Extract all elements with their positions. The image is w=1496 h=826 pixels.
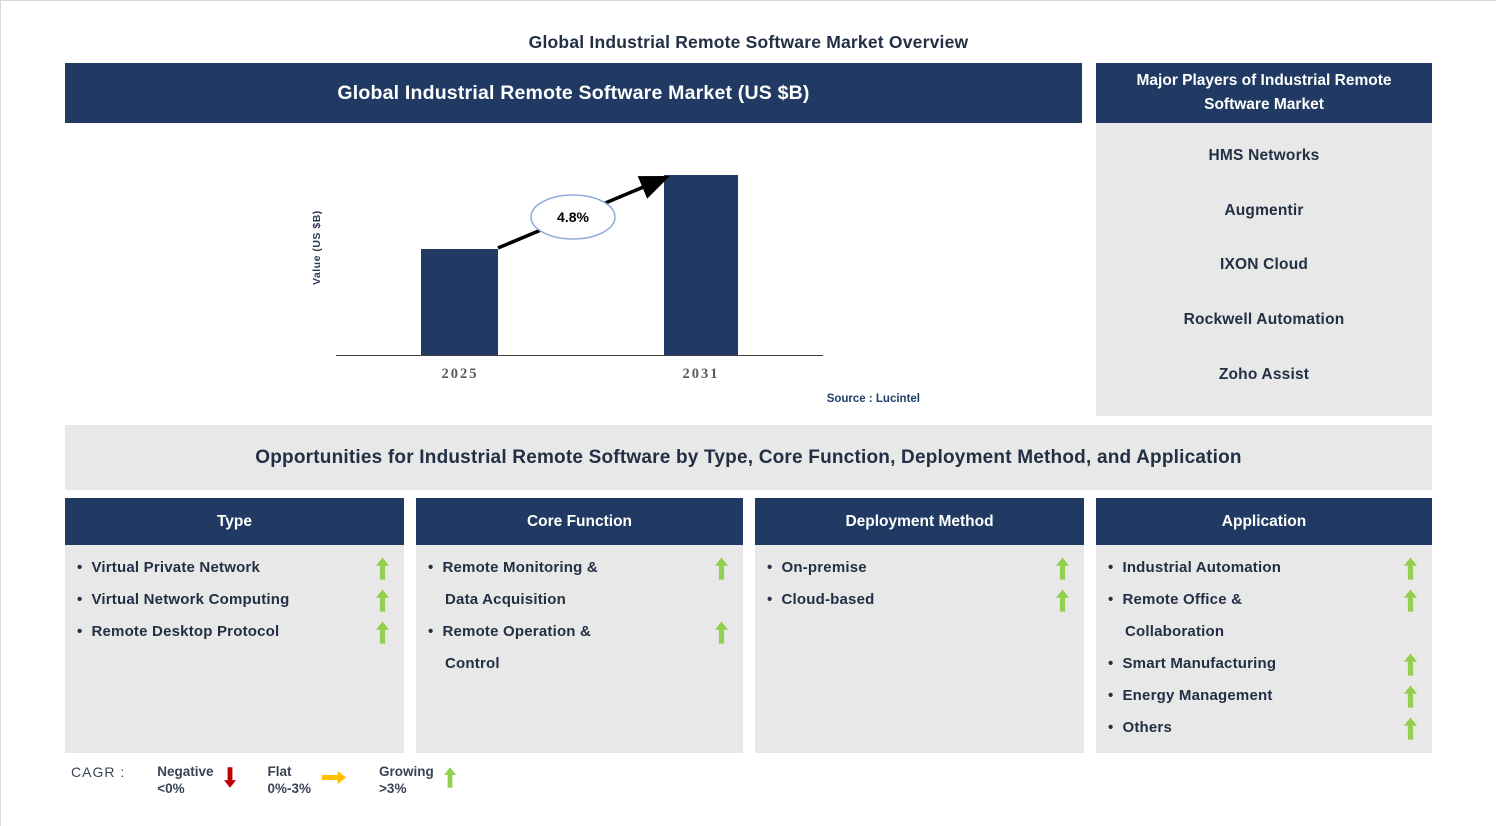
y-axis-label: Value (US $B) — [311, 210, 323, 286]
list-item: On-premise — [767, 552, 1069, 584]
player-name: IXON Cloud — [1219, 256, 1309, 274]
list-item: Remote Monitoring & Data Acquisition — [428, 552, 728, 616]
trend-up-icon — [1404, 717, 1417, 740]
item-label: On-premise — [767, 552, 1056, 584]
major-players-header: Major Players of Industrial Remote Softw… — [1096, 63, 1432, 123]
cagr-legend: CAGR : Negative <0% Flat 0%-3% Growing >… — [71, 763, 1432, 797]
list-item: Virtual Network Computing — [77, 584, 389, 616]
item-label: Others — [1108, 712, 1404, 744]
legend-range: >3% — [379, 781, 407, 796]
list-item: Remote Desktop Protocol — [77, 616, 389, 648]
item-label-line2: Data Acquisition — [445, 591, 566, 608]
trend-up-icon — [376, 557, 389, 580]
trend-up-icon — [1404, 653, 1417, 676]
item-label-line2: Control — [445, 655, 500, 672]
legend-item-negative: Negative <0% — [157, 763, 245, 797]
top-section: Global Industrial Remote Software Market… — [65, 63, 1432, 416]
player-name: Augmentir — [1224, 201, 1304, 219]
opportunities-banner: Opportunities for Industrial Remote Soft… — [65, 425, 1432, 490]
growth-arrow — [497, 175, 670, 250]
legend-range: <0% — [157, 781, 185, 796]
source-row: Source : Lucintel — [65, 393, 1082, 416]
legend-item-flat: Flat 0%-3% — [268, 763, 358, 797]
market-bar-chart: Value (US $B) 2025 2031 4.8% — [65, 123, 1082, 393]
up-arrow-icon — [443, 767, 456, 788]
list-item: Energy Management — [1108, 680, 1417, 712]
chart-section: Global Industrial Remote Software Market… — [65, 63, 1082, 416]
trend-up-icon — [1404, 685, 1417, 708]
trend-up-icon — [376, 589, 389, 612]
bar-2031 — [664, 175, 738, 355]
player-name: Rockwell Automation — [1183, 311, 1345, 329]
x-tick-2031: 2031 — [682, 366, 720, 382]
trend-up-icon — [1056, 589, 1069, 612]
trend-up-icon — [376, 621, 389, 644]
opportunities-columns: Type Virtual Private Network Virtual Net… — [65, 498, 1432, 753]
chart-section-header: Global Industrial Remote Software Market… — [65, 63, 1082, 123]
column-core-function: Core Function Remote Monitoring & Data A… — [416, 498, 743, 753]
legend-name: Flat — [267, 764, 292, 779]
list-item: Industrial Automation — [1108, 552, 1417, 584]
column-core-function-header: Core Function — [416, 498, 743, 545]
list-item: Others — [1108, 712, 1417, 744]
item-label: Remote Operation & — [428, 616, 715, 648]
cagr-ellipse — [530, 194, 616, 240]
column-deployment-method-header: Deployment Method — [755, 498, 1084, 545]
column-type-header: Type — [65, 498, 404, 545]
list-item: Remote Office & Collaboration — [1108, 584, 1417, 648]
trend-up-icon — [715, 621, 728, 644]
column-application-header: Application — [1096, 498, 1432, 545]
item-label: Industrial Automation — [1108, 552, 1404, 584]
trend-up-icon — [1056, 557, 1069, 580]
trend-up-icon — [1404, 589, 1417, 612]
list-item: Cloud-based — [767, 584, 1069, 616]
trend-up-icon — [715, 557, 728, 580]
major-players-list: HMS Networks Augmentir IXON Cloud Rockwe… — [1096, 123, 1432, 408]
x-axis-line — [336, 355, 823, 356]
major-players-panel: Major Players of Industrial Remote Softw… — [1096, 63, 1432, 416]
player-name: Zoho Assist — [1218, 365, 1310, 383]
item-label: Smart Manufacturing — [1108, 648, 1404, 680]
item-label: Virtual Network Computing — [77, 584, 376, 616]
item-label: Virtual Private Network — [77, 552, 376, 584]
item-label: Remote Monitoring & — [428, 552, 715, 584]
item-label: Remote Office & — [1108, 584, 1404, 616]
x-tick-2025: 2025 — [441, 366, 479, 382]
item-label: Remote Desktop Protocol — [77, 616, 376, 648]
bar-2025 — [421, 249, 498, 355]
item-label-line2: Collaboration — [1125, 623, 1225, 640]
item-label: Cloud-based — [767, 584, 1056, 616]
cagr-legend-label: CAGR : — [71, 764, 126, 780]
right-arrow-icon — [321, 771, 347, 784]
trend-up-icon — [1404, 557, 1417, 580]
column-deployment-method: Deployment Method On-premise Cloud-based — [755, 498, 1084, 753]
cagr-value: 4.8% — [557, 209, 589, 225]
column-application: Application Industrial Automation Remote… — [1096, 498, 1432, 753]
list-item: Smart Manufacturing — [1108, 648, 1417, 680]
down-arrow-icon — [223, 767, 236, 788]
column-type: Type Virtual Private Network Virtual Net… — [65, 498, 404, 753]
list-item: Virtual Private Network — [77, 552, 389, 584]
source-label: Source : Lucintel — [826, 393, 920, 405]
growth-arrow-overlay: 4.8% — [497, 175, 670, 250]
legend-name: Growing — [379, 764, 434, 779]
item-label: Energy Management — [1108, 680, 1404, 712]
list-item: Remote Operation & Control — [428, 616, 728, 680]
page-title: Global Industrial Remote Software Market… — [528, 32, 969, 52]
player-name: HMS Networks — [1208, 147, 1320, 165]
legend-item-growing: Growing >3% — [379, 763, 466, 797]
legend-name: Negative — [157, 764, 214, 779]
legend-range: 0%-3% — [267, 781, 312, 796]
